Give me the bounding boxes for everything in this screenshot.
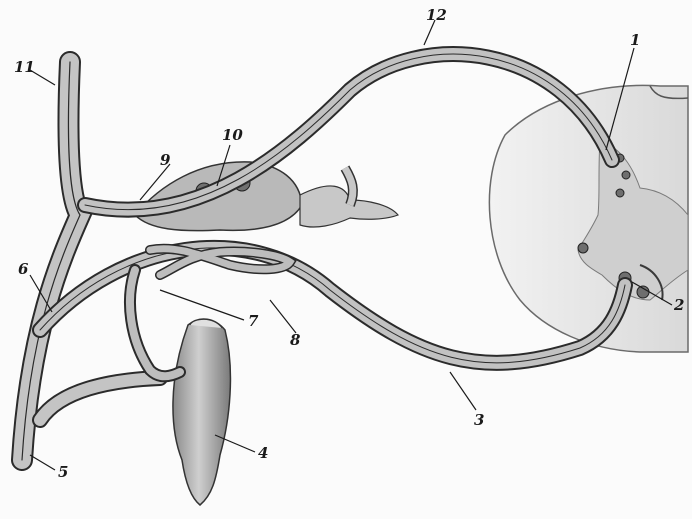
label-3: 3 — [474, 411, 484, 429]
label-11: 11 — [14, 58, 35, 76]
label-1: 1 — [630, 31, 640, 49]
label-6: 6 — [18, 260, 29, 278]
label-10: 10 — [222, 126, 243, 144]
visceral-organ — [173, 319, 230, 505]
label-12: 12 — [426, 6, 447, 24]
label-5: 5 — [58, 463, 68, 481]
label-2: 2 — [673, 296, 684, 314]
label-4: 4 — [258, 444, 268, 462]
label-7: 7 — [248, 312, 259, 330]
peripheral-branch — [40, 378, 160, 420]
label-8: 8 — [290, 331, 301, 349]
label-9: 9 — [160, 151, 171, 169]
visceral-branch — [130, 270, 180, 376]
